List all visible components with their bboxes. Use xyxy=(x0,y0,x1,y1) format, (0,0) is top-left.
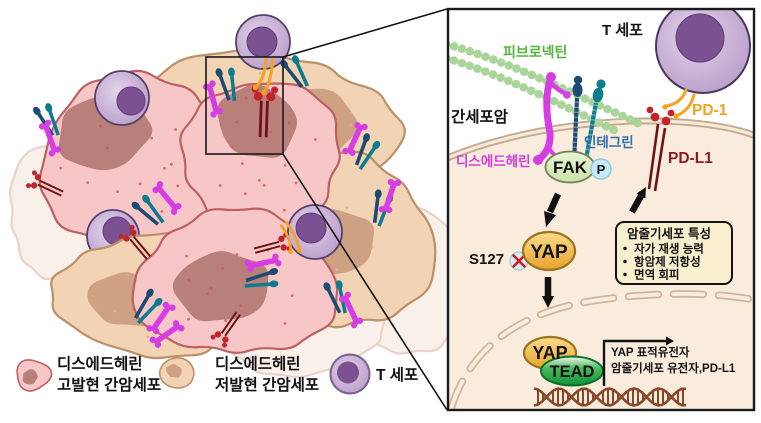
cell-nucleus xyxy=(165,363,182,378)
target-genes-line2: 암줄기세포 유전자,PD-L1 xyxy=(611,361,736,375)
arrow-to-pdl1 xyxy=(629,187,646,214)
nuclear-envelope xyxy=(448,290,754,410)
cell-nucleus xyxy=(22,369,38,385)
legend-high-line1: 디스에드헤린 xyxy=(57,355,143,373)
stemness-traits-box xyxy=(615,221,733,285)
yap-protein xyxy=(521,230,577,272)
arrow-fak-to-yap xyxy=(544,192,561,227)
pd1-receptor xyxy=(662,88,696,119)
yap-label: YAP xyxy=(530,242,568,263)
legend-low-line2: 저발현 간암세포 xyxy=(215,375,319,394)
legend-t-cell-icon xyxy=(329,353,371,395)
fibronectin-label: 피브로넥틴 xyxy=(503,44,567,60)
red-x-icon xyxy=(512,254,526,268)
callout-line-bottom xyxy=(282,153,448,411)
stemness-item: 항암제 저항성 xyxy=(634,255,701,269)
s127-label: S127 xyxy=(469,251,504,268)
pdl1-label: PD-L1 xyxy=(668,150,713,167)
cell-nucleus xyxy=(172,251,269,322)
pdl1-receptor xyxy=(646,106,675,192)
liver-cancer-label: 간세포암 xyxy=(451,107,509,126)
pathway-panel: T 세포 피브로넥틴 간세포암 디스에드헤린 인테그린 FAK P PD-1 P… xyxy=(448,9,754,410)
legend-cancer-cell-high-dysadherin-icon xyxy=(16,359,53,392)
t-cell-label: T 세포 xyxy=(602,22,643,39)
fak-label: FAK xyxy=(553,158,588,177)
stemness-item: 자가 재생 능력 xyxy=(634,242,704,256)
dna-helix xyxy=(533,387,686,407)
bullet-dot xyxy=(623,272,627,277)
pd1-label: PD-1 xyxy=(692,102,728,119)
zoom-box xyxy=(205,56,284,155)
t-cell xyxy=(235,14,291,70)
cancer-cell-high-dysadherin xyxy=(179,82,341,248)
cancer-cell-interior xyxy=(448,120,754,410)
plasma-membrane-inner xyxy=(448,119,754,160)
t-cell xyxy=(655,9,751,94)
arrow-yap-to-nucleus xyxy=(542,277,554,308)
legend-cancer-cell-low-dysadherin-icon xyxy=(158,356,195,389)
bullet-dot xyxy=(623,259,627,264)
stemness-item: 면역 회피 xyxy=(634,268,680,282)
cancer-cell-high-dysadherin xyxy=(131,207,339,354)
panel-border xyxy=(446,7,756,412)
legend-t-cell-label: T 세포 xyxy=(376,366,418,384)
tead-label: TEAD xyxy=(550,363,595,381)
bullet-dot xyxy=(623,246,627,251)
stemness-box-title: 암줄기세포 특성 xyxy=(627,226,711,241)
fibronectin-icon xyxy=(448,40,645,136)
dysadherin-label: 디스에드헤린 xyxy=(456,153,531,169)
integrin-label: 인테그린 xyxy=(584,134,634,150)
legend: 디스에드헤린 고발현 간암세포 디스에드헤린 저발현 간암세포 T 세포 xyxy=(57,353,418,395)
transcription-arrow xyxy=(602,336,674,386)
phosphate-label: P xyxy=(597,162,606,177)
callout-line-top xyxy=(282,8,448,58)
target-genes-line1: YAP 표적유전자 xyxy=(611,345,690,359)
yap-nucleus-label: YAP xyxy=(532,343,567,363)
t-cell xyxy=(94,70,150,126)
phosphate-badge xyxy=(590,158,612,180)
cell-nucleus xyxy=(217,83,297,158)
t-cell xyxy=(287,204,343,260)
legend-low-line1: 디스에드헤린 xyxy=(215,355,301,373)
zoom-callout xyxy=(205,8,448,411)
legend-high-line2: 고발현 간암세포 xyxy=(57,375,161,394)
